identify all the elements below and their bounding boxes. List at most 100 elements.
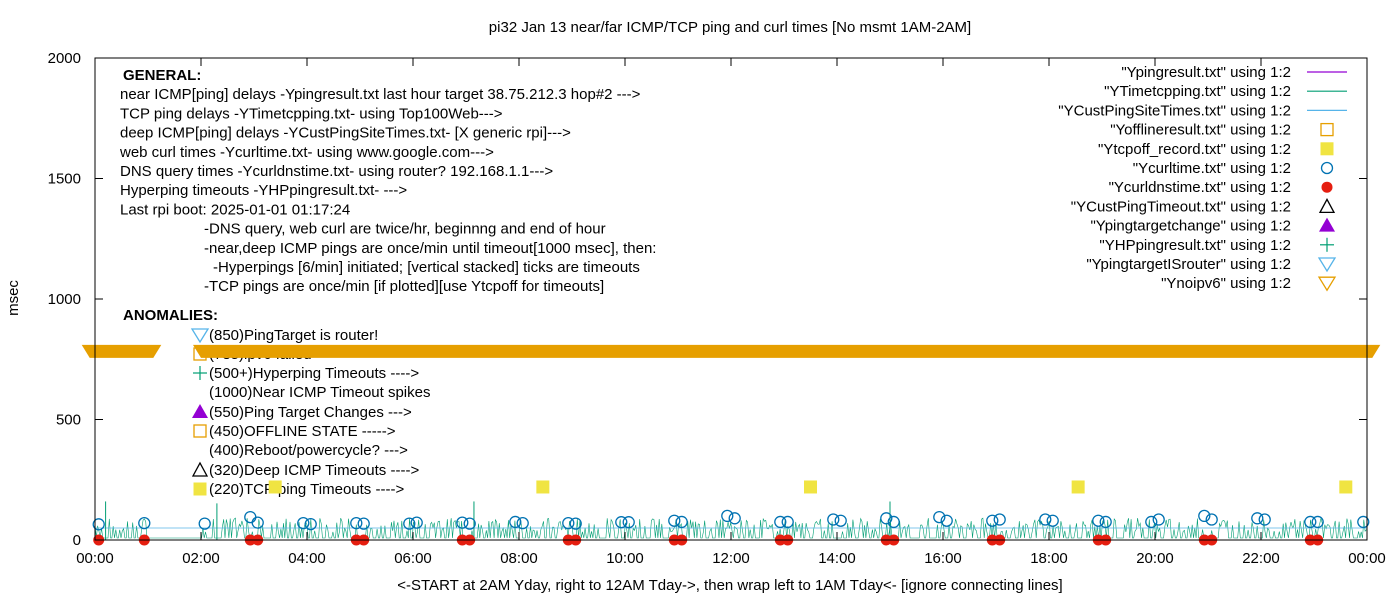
ynoipv6-band-0 — [81, 344, 162, 358]
point-open-circle — [1251, 512, 1264, 525]
point-open-circle — [933, 510, 946, 524]
point-filled-square — [1339, 480, 1353, 494]
annotation-general-line: deep ICMP[ping] delays -YCustPingSiteTim… — [120, 125, 571, 142]
legend-symbol — [1317, 257, 1337, 273]
y-tick-label: 0 — [73, 532, 81, 549]
legend-label: "YpingtargetISrouter" using 1:2 — [1086, 256, 1291, 273]
legend-label: "Ycurltime.txt" using 1:2 — [1133, 160, 1291, 177]
x-tick-label: 00:00 — [76, 550, 114, 567]
point-filled-square — [536, 480, 550, 494]
series-open-circle — [92, 509, 1370, 531]
point-open-circle — [940, 514, 953, 527]
legend-symbol — [1319, 217, 1335, 232]
annotation-general-line: DNS query times -Ycurldnstime.txt- using… — [120, 163, 553, 180]
point-filled-square — [268, 480, 282, 494]
legend-symbol — [1320, 161, 1334, 175]
x-tick-label: 02:00 — [182, 550, 220, 567]
point-open-circle — [1092, 514, 1105, 527]
legend-label: "YTimetcpping.txt" using 1:2 — [1104, 83, 1291, 100]
x-tick-label: 18:00 — [1030, 550, 1068, 567]
point-open-circle — [834, 514, 847, 527]
annotation-anomaly-line: (500+)Hyperping Timeouts ----> — [209, 365, 419, 382]
point-open-circle — [1145, 515, 1158, 529]
ynoipv6-band-1 — [193, 344, 1381, 358]
legend-label: "Ypingresult.txt" using 1:2 — [1121, 64, 1291, 81]
annotation-general-line: -Hyperpings [6/min] initiated; [vertical… — [213, 259, 640, 276]
x-tick-label: 04:00 — [288, 550, 326, 567]
x-tick-label: 00:00 — [1348, 550, 1386, 567]
point-open-circle — [410, 516, 423, 529]
point-open-circle — [244, 510, 257, 524]
annotation-marker — [191, 461, 209, 477]
legend-label: "YCustPingSiteTimes.txt" using 1:2 — [1058, 102, 1291, 119]
annotation-marker — [190, 328, 210, 344]
point-filled-square — [1071, 480, 1085, 494]
point-open-circle — [1311, 515, 1324, 529]
point-open-circle — [728, 512, 741, 525]
point-open-circle — [569, 517, 582, 530]
point-open-circle — [1039, 513, 1052, 526]
annotation-anomaly-line: (400)Reboot/powercycle? ---> — [209, 442, 408, 459]
annotation-marker — [193, 482, 207, 496]
point-open-circle — [675, 515, 688, 529]
y-axis-label: msec — [5, 280, 22, 316]
x-tick-label: 20:00 — [1136, 550, 1174, 567]
point-open-circle — [357, 517, 370, 530]
x-tick-label: 14:00 — [818, 550, 856, 567]
annotation-general-line: Hyperping timeouts -YHPpingresult.txt- -… — [120, 182, 407, 199]
legend-symbol — [1320, 122, 1334, 137]
point-open-circle — [198, 517, 211, 530]
point-open-circle — [668, 514, 681, 527]
legend-label: "Ypingtargetchange" using 1:2 — [1090, 218, 1291, 235]
point-open-circle — [774, 515, 787, 529]
annotation-general-line: -near,deep ICMP pings are once/min until… — [204, 240, 656, 257]
point-open-circle — [993, 513, 1006, 526]
annotation-general-line: web curl times -Ycurltime.txt- using www… — [119, 144, 494, 161]
legend-label: "YHPpingresult.txt" using 1:2 — [1099, 237, 1291, 254]
point-open-circle — [1304, 515, 1317, 529]
x-tick-label: 16:00 — [924, 550, 962, 567]
y-tick-label: 2000 — [48, 50, 81, 67]
point-open-circle — [92, 518, 105, 531]
annotation-general-line: -TCP pings are once/min [if plotted][use… — [204, 278, 604, 295]
x-tick-label: 08:00 — [500, 550, 538, 567]
y-tick-label: 500 — [56, 412, 81, 429]
point-open-circle — [781, 515, 794, 529]
point-open-circle — [880, 512, 893, 525]
point-filled-square — [804, 480, 817, 494]
point-open-circle — [721, 509, 734, 523]
point-open-circle — [297, 516, 310, 530]
point-open-circle — [1046, 514, 1059, 527]
point-open-circle — [986, 514, 999, 527]
chart-title: pi32 Jan 13 near/far ICMP/TCP ping and c… — [489, 19, 971, 36]
annotation-anomaly-line: (550)Ping Target Changes ---> — [209, 404, 412, 421]
annotation-anomaly-line: (320)Deep ICMP Timeouts ----> — [209, 462, 419, 479]
annotation-general-heading: GENERAL: — [123, 67, 201, 84]
annotation-general-line: Last rpi boot: 2025-01-01 01:17:24 — [120, 201, 350, 218]
point-open-circle — [516, 516, 529, 530]
point-open-circle — [887, 515, 900, 529]
annotation-marker — [192, 404, 208, 418]
point-open-circle — [1198, 509, 1211, 523]
point-open-circle — [251, 516, 264, 529]
legend-label: "YCustPingTimeout.txt" using 1:2 — [1071, 198, 1291, 215]
legend-symbol — [1317, 276, 1337, 292]
annotation-anomalies-heading: ANOMALIES: — [123, 307, 218, 324]
legend-label: "Ycurldnstime.txt" using 1:2 — [1109, 179, 1291, 196]
annotation-marker — [193, 424, 207, 438]
series-filled-square — [268, 480, 1353, 494]
x-axis-label: <-START at 2AM Yday, right to 12AM Tday-… — [397, 577, 1062, 594]
legend-symbol — [1320, 142, 1334, 156]
annotation-general-line: -DNS query, web curl are twice/hr, begin… — [204, 221, 606, 238]
legend-label: "Yofflineresult.txt" using 1:2 — [1110, 122, 1291, 139]
legend-symbol — [1321, 181, 1333, 193]
point-open-circle — [1357, 515, 1370, 529]
x-tick-label: 10:00 — [606, 550, 644, 567]
point-open-circle — [304, 517, 317, 531]
x-tick-label: 12:00 — [712, 550, 750, 567]
annotation-anomaly-line: (850)PingTarget is router! — [209, 327, 378, 344]
annotation-general-line: near ICMP[ping] delays -Ypingresult.txt … — [120, 86, 641, 103]
x-tick-label: 22:00 — [1242, 550, 1280, 567]
point-open-circle — [562, 516, 575, 530]
